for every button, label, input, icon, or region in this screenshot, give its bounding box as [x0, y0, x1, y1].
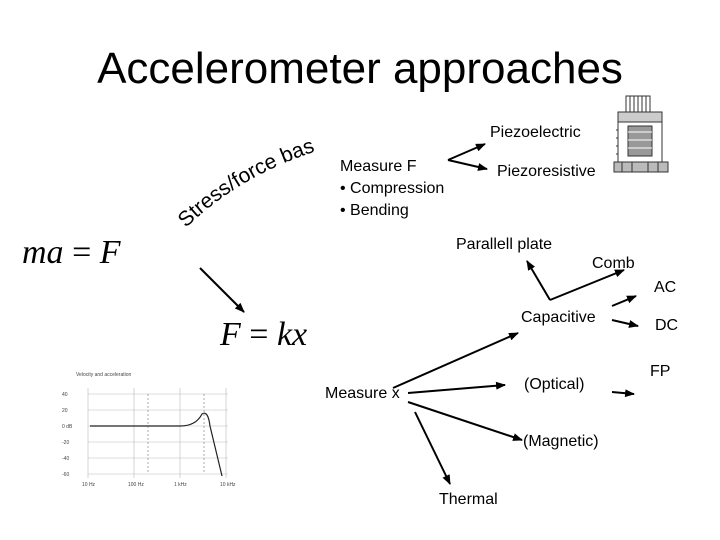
thumbnail-y-tick: -60 — [62, 472, 69, 478]
node-fp: FP — [650, 363, 671, 380]
measure-f-bullet: • Compression — [340, 180, 445, 197]
arrow-optical-fp — [611, 389, 635, 398]
arrow-measurex-capacitive — [392, 332, 519, 389]
node-capacitive: Capacitive — [521, 309, 596, 326]
arrow-measuref-piezoresistive — [447, 159, 488, 171]
thumbnail-y-tick: -40 — [62, 456, 69, 462]
node-magnetic: (Magnetic) — [523, 433, 599, 450]
piezo-sensor-illustration — [613, 95, 669, 173]
thumbnail-y-tick: 0 dB — [62, 424, 73, 430]
arrow-capacitive-comb — [549, 269, 625, 301]
node-piezoelectric: Piezoelectric — [490, 124, 581, 141]
arrow-capacitive-dc — [611, 319, 639, 328]
thumbnail-y-tick: 40 — [62, 392, 68, 398]
measure-f-bullet: • Bending — [340, 202, 409, 219]
measure-f-block: Measure F • Compression • Bending — [340, 156, 444, 222]
thumbnail-x-tick: 1 kHz — [174, 482, 187, 488]
thumbnail-header: Velocity and acceleration — [76, 372, 132, 378]
arrow-measurex-magnetic — [407, 401, 523, 441]
node-ac: AC — [654, 279, 677, 296]
thumbnail-y-tick: -20 — [62, 440, 69, 446]
node-comb: Comb — [592, 255, 635, 272]
arrow-measurex-optical — [407, 381, 506, 394]
arrow-measurex-thermal — [414, 411, 451, 485]
hooke-equation: F = kx — [220, 316, 307, 354]
equation-lhs: ma — [22, 234, 64, 271]
thumbnail-y-tick: 20 — [62, 408, 68, 414]
equation-rhs: kx — [276, 316, 308, 353]
equation-lhs: F — [220, 316, 241, 353]
arrow-comb-ac — [611, 295, 637, 307]
thumbnail-x-tick: 100 Hz — [128, 482, 144, 488]
equation-op: = — [249, 316, 269, 353]
node-parallel-plate: Parallell plate — [456, 236, 553, 253]
node-measure-x: Measure x — [325, 385, 400, 402]
frequency-response-thumbnail: Velocity and acceleration 40 20 0 dB -20 -40… — [60, 366, 240, 490]
equation-rhs: F — [99, 234, 121, 271]
equation-op: = — [72, 234, 92, 271]
measure-f-heading: Measure F — [340, 158, 417, 175]
slide-title: Accelerometer approaches — [97, 44, 623, 93]
node-piezoresistive: Piezoresistive — [497, 163, 596, 180]
thumbnail-x-tick: 10 kHz — [220, 482, 236, 488]
thumbnail-x-tick: 10 Hz — [82, 482, 96, 488]
stress-force-based-label: Stress/force based — [0, 0, 317, 232]
node-thermal: Thermal — [439, 491, 498, 508]
node-dc: DC — [655, 317, 679, 334]
arrow-equation-to-hooke — [199, 267, 245, 313]
newton-equation: ma = F — [22, 234, 121, 272]
arrow-measuref-piezoelectric — [447, 143, 486, 161]
arrow-capacitive-parallel-plate — [526, 260, 551, 301]
frequency-response-plot: Velocity and acceleration 40 20 0 dB -20 -40… — [62, 372, 236, 488]
node-optical: (Optical) — [524, 376, 585, 393]
